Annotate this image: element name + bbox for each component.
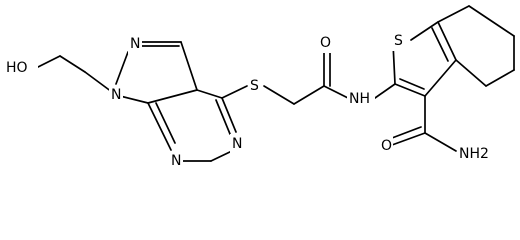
atom-n7: N [171, 153, 181, 169]
label-bg-s-thioether [248, 76, 262, 96]
bond-c4-c3a [196, 89, 223, 99]
label-bg-ho [4, 58, 38, 78]
bond-n1-n2 [115, 51, 129, 85]
atom-s-thiophene: S [394, 33, 403, 49]
bond-layer [37, 5, 515, 162]
atom-s-thioether: S [250, 78, 259, 94]
bond-c7-c6 [468, 5, 515, 37]
bond-c7a-c3a [437, 21, 457, 61]
label-bg-n5 [230, 134, 244, 154]
atom-n2: N [130, 36, 140, 52]
label-bg-n2 [128, 34, 142, 54]
bond-ch2-carbonyl [293, 85, 325, 105]
label-bg-nh [347, 89, 375, 109]
label-bg-n1 [109, 85, 123, 105]
atom-o-amide: O [320, 35, 331, 51]
bond-ho-ch2 [37, 55, 61, 68]
bond-n1-c7a [119, 95, 149, 104]
atom-nh: NH [349, 91, 370, 107]
atom-n1: N [111, 87, 121, 103]
bond-c3a-c3 [424, 59, 457, 97]
label-bg-o-amide [318, 33, 332, 53]
bond-ch2-n1 [84, 71, 113, 93]
bond-c3-c3a [180, 41, 198, 91]
atom-nh2: NH2 [459, 146, 489, 162]
bond-carboxamide-c-o-double [391, 126, 422, 139]
label-bg-nh2 [457, 144, 493, 164]
molecule-canvas: HO N N N N S O NH S O NH2 [4, 5, 515, 171]
atom-label-layer: HO N N N N S O NH S O NH2 [4, 31, 493, 171]
bond-c7a-n7 [147, 102, 172, 151]
bond-c7a-c3a-double [431, 27, 449, 62]
bond-s-ch2 [263, 85, 295, 105]
atom-ho: HO [6, 60, 28, 76]
bond-c4-c3a [455, 59, 487, 87]
bond-c4-s [221, 85, 248, 99]
label-bg-s-thiophene [392, 31, 406, 51]
bond-n5-c4 [221, 97, 237, 133]
bond-nh-thiophene [374, 83, 396, 99]
bond-c5-c4 [485, 69, 515, 87]
atom-o-carboxamide: O [381, 138, 392, 154]
bond-c3-c2 [394, 83, 426, 97]
bond-carboxamide-c-o [391, 132, 426, 146]
bond-ch2-ch2 [59, 55, 86, 73]
label-bg-n7 [169, 151, 183, 171]
bond-c3-c2-double [399, 78, 425, 90]
chemical-structure-diagram: HO N N N N S O NH S O NH2 [4, 5, 515, 171]
bond-n5-c4-double [215, 99, 231, 135]
label-bg-o-carboxamide [379, 136, 393, 156]
bond-c7a-n7-double [155, 102, 176, 144]
atom-n5: N [232, 136, 242, 152]
bond-carbonyl-nh [323, 85, 349, 99]
bond-carboxamide-c-n [424, 132, 457, 152]
bond-c7a-c7 [437, 5, 470, 23]
bond-c3a-c7a [147, 89, 198, 104]
bond-s1-c7a [410, 21, 439, 41]
